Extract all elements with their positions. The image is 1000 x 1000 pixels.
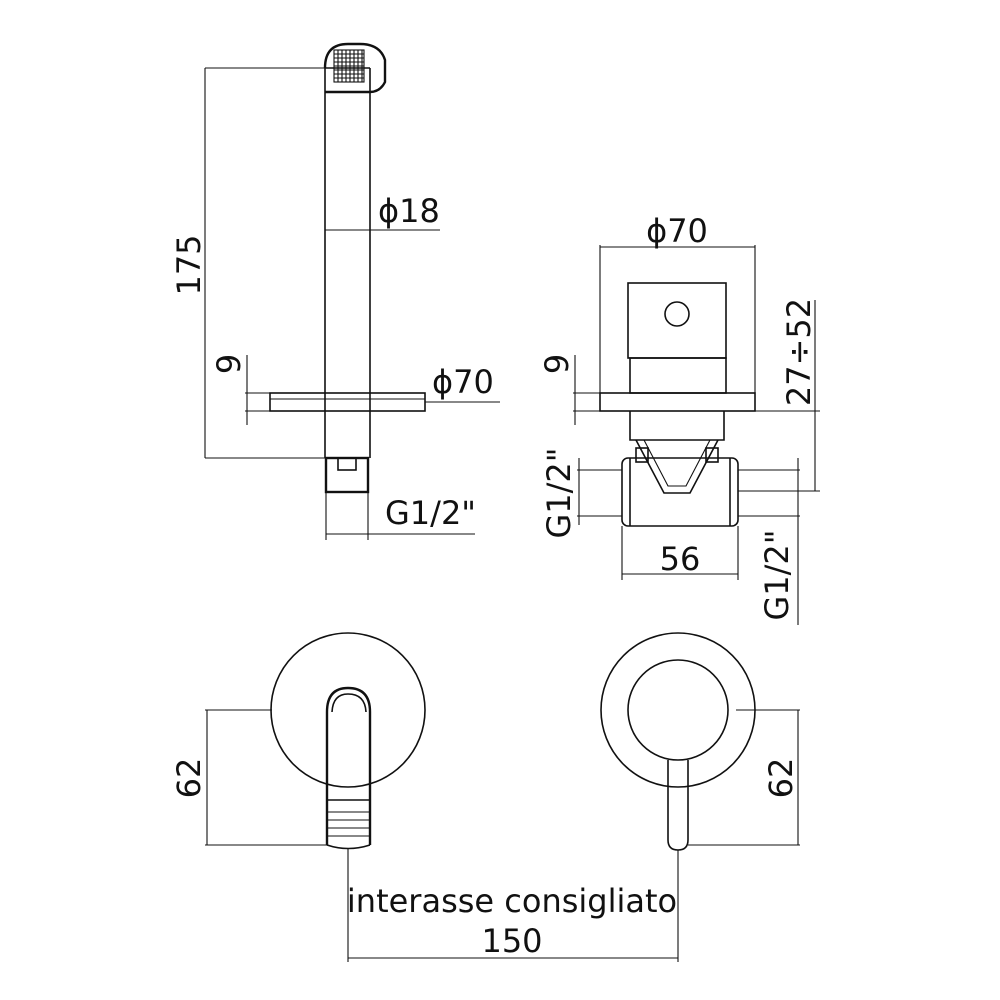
- lever-hole-icon: [664, 301, 690, 327]
- aerator-mesh-icon: [333, 49, 365, 83]
- spout-height-label: 175: [170, 234, 208, 295]
- center-distance-dimension: interasse consigliato 150: [347, 848, 679, 962]
- aerator-front-icon: [327, 811, 370, 837]
- mixer-depth-range-label: 27÷52: [780, 298, 818, 406]
- spout-front-view: 62: [170, 632, 426, 850]
- mixer-plate-diameter-label: ϕ70: [646, 212, 708, 250]
- front-mixer-height-label: 62: [762, 758, 800, 799]
- mixer-body-width-label: 56: [660, 540, 701, 578]
- spout-plate-thickness-label: 9: [210, 354, 248, 374]
- spout-side-view: 175 ϕ18 9 ϕ70 G1/2": [170, 42, 500, 540]
- front-spout-height-label: 62: [170, 758, 208, 799]
- mixer-plate-thickness-label: 9: [538, 354, 576, 374]
- spout-diameter-label: ϕ18: [378, 192, 440, 230]
- mixer-inlet-left-label: G1/2": [540, 447, 578, 538]
- spout-thread-label: G1/2": [385, 494, 476, 532]
- center-distance-caption: interasse consigliato: [347, 882, 677, 920]
- mixer-side-view: ϕ70 9 27÷52 G1/2" 56 G1/2": [538, 212, 820, 625]
- mixer-front-view: 62: [600, 632, 800, 851]
- spout-plate-diameter-label: ϕ70: [432, 363, 494, 401]
- center-distance-value: 150: [481, 922, 542, 960]
- mixer-inlet-right-label: G1/2": [758, 529, 796, 620]
